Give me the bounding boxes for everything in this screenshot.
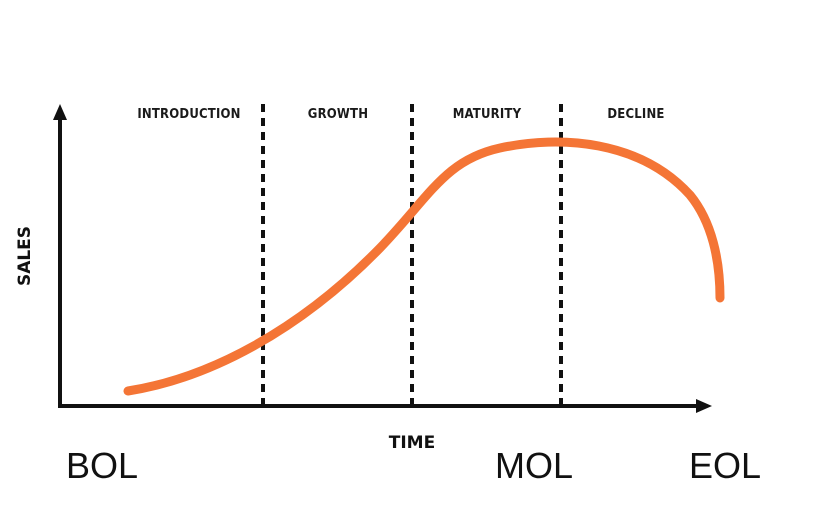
phase-label-bol: BOL bbox=[66, 445, 138, 486]
y-axis bbox=[53, 104, 67, 406]
x-axis-label: TIME bbox=[389, 433, 435, 453]
y-axis-label: SALES bbox=[15, 226, 35, 286]
x-axis-arrowhead bbox=[696, 399, 712, 413]
stage-label-maturity: MATURITY bbox=[453, 107, 522, 122]
stage-label-growth: GROWTH bbox=[308, 107, 368, 122]
stage-label-decline: DECLINE bbox=[607, 107, 664, 122]
x-axis bbox=[58, 399, 712, 413]
phase-label-mol: MOL bbox=[495, 445, 573, 486]
stage-label-introduction: INTRODUCTION bbox=[137, 107, 240, 122]
phase-label-eol: EOL bbox=[689, 445, 761, 486]
y-axis-arrowhead bbox=[53, 104, 67, 120]
sales-curve bbox=[123, 137, 725, 396]
